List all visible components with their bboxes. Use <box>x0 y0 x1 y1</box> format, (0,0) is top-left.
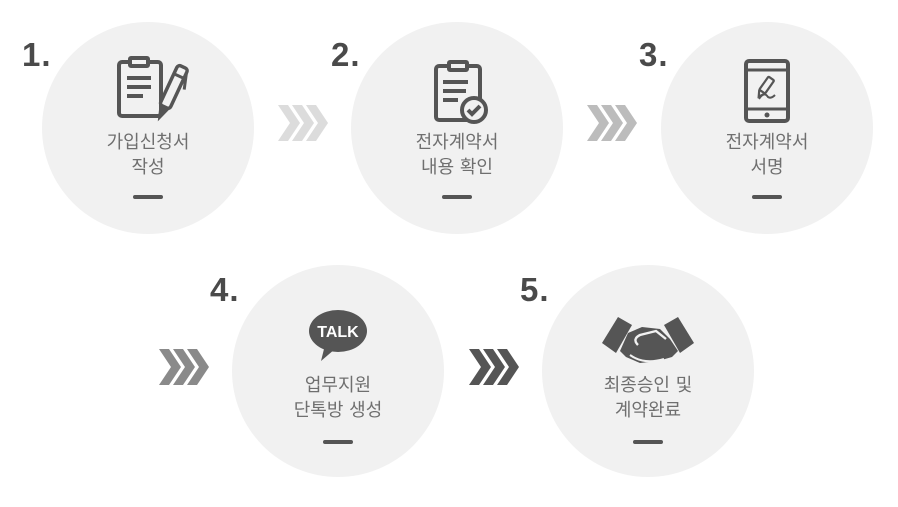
svg-text:TALK: TALK <box>317 324 359 341</box>
triple-chevron-right-icon <box>587 105 637 141</box>
step-divider <box>752 195 782 199</box>
triple-chevron-right-icon <box>278 105 328 141</box>
step-4: 4. TALK 업무지원 단톡방 생성 <box>210 265 444 477</box>
step-circle <box>542 265 754 477</box>
step-circle <box>232 265 444 477</box>
triple-chevron-right-icon <box>469 349 519 385</box>
step-3: 3. 전자계약서 서명 <box>639 22 873 234</box>
clipboard-pen-icon <box>117 56 189 122</box>
clipboard-check-icon <box>434 60 488 124</box>
step-label: 전자계약서 내용 확인 <box>415 132 499 178</box>
step-divider <box>633 440 663 444</box>
step-number: 2. <box>331 36 361 73</box>
step-5: 5. 최종승인 및 계약완료 <box>520 265 754 477</box>
step-divider <box>133 195 163 199</box>
step-1: 1. 가입신청서 작성 <box>22 22 254 234</box>
step-circle <box>351 22 563 234</box>
step-label: 가입신청서 작성 <box>106 132 190 178</box>
step-number: 1. <box>22 36 52 73</box>
step-2: 2. 전자계약서 내용 확인 <box>331 22 563 234</box>
step-number: 3. <box>639 36 669 73</box>
step-number: 5. <box>520 271 550 308</box>
step-circle <box>661 22 873 234</box>
step-divider <box>323 440 353 444</box>
step-label: 업무지원 단톡방 생성 <box>293 375 383 421</box>
step-label: 전자계약서 서명 <box>725 132 809 178</box>
tablet-signature-icon <box>744 59 790 123</box>
step-label: 최종승인 및 계약완료 <box>603 375 693 421</box>
step-number: 4. <box>210 271 240 308</box>
step-divider <box>442 195 472 199</box>
handshake-icon <box>602 317 694 363</box>
talk-bubble-icon: TALK <box>309 310 367 361</box>
triple-chevron-right-icon <box>159 349 209 385</box>
